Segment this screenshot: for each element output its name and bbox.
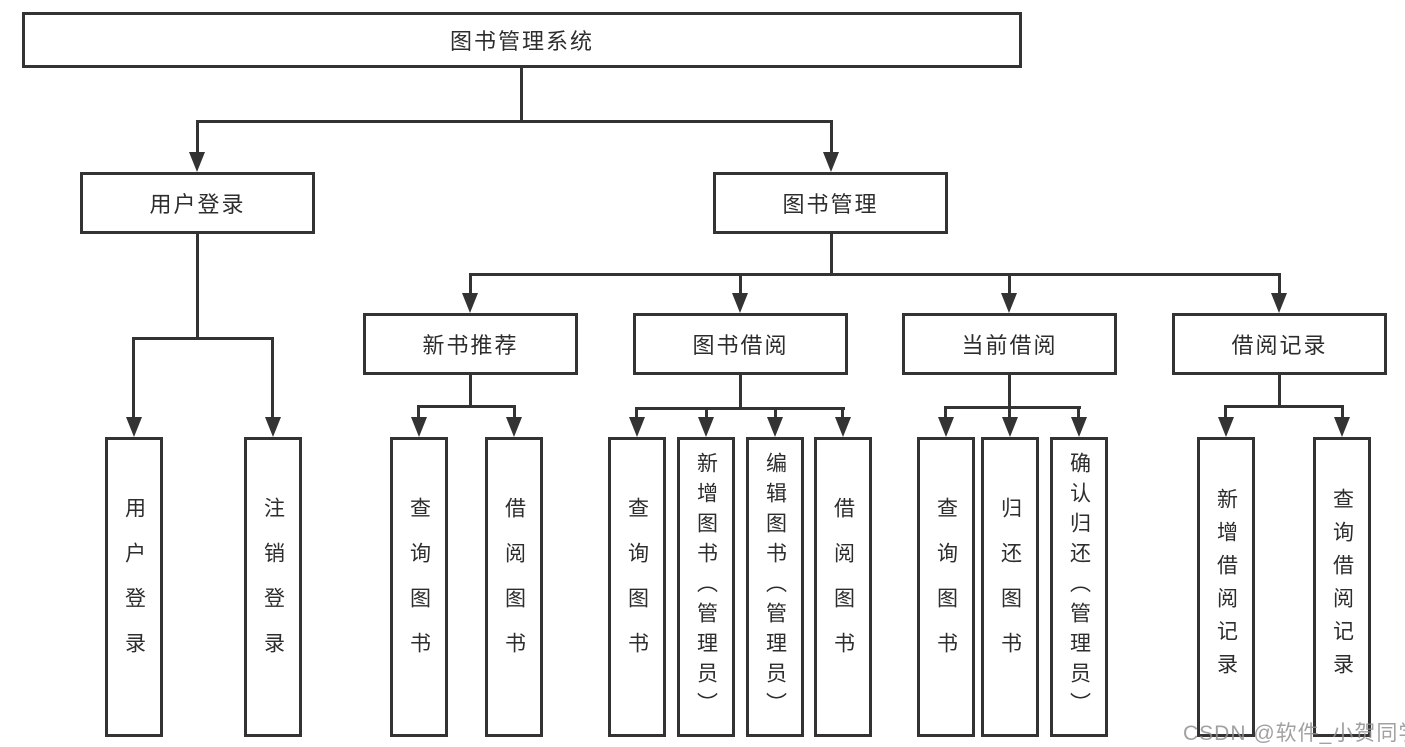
leaf-borrow-query-books-label: 查询图书 <box>625 497 649 677</box>
node-user-login-label: 用户登录 <box>149 192 246 217</box>
arrow-down-current-leaf2 <box>1002 417 1018 437</box>
connector-bookmgmt-stem <box>830 120 833 153</box>
leaf-borrow-edit-books-admin-label: 编辑图书（管理员） <box>763 452 787 722</box>
leaf-borrow-borrow-books: 借阅图书 <box>814 437 872 737</box>
node-user-login: 用户登录 <box>80 172 315 234</box>
connector-current-leaf1-stem <box>944 406 947 420</box>
connector-userlogin-bar <box>132 337 274 340</box>
arrow-down-records <box>1271 293 1287 313</box>
node-borrow-records: 借阅记录 <box>1172 313 1387 375</box>
leaf-borrow-query-books: 查询图书 <box>608 437 666 737</box>
connector-newrec-leaf1-stem <box>417 405 420 420</box>
leaf-user-login-label: 用户登录 <box>122 497 146 677</box>
arrow-down-newrec <box>462 293 478 313</box>
connector-leaf-login-stem <box>132 337 135 419</box>
connector-borrow-leaf4-stem <box>841 407 844 420</box>
connector-borrow-bar <box>636 407 845 410</box>
connector-newrec-leaf2-stem <box>513 405 516 420</box>
arrow-down-newrec-leaf2 <box>506 417 522 437</box>
leaf-current-query-books: 查询图书 <box>917 437 975 737</box>
arrow-down-borrow-leaf3 <box>767 417 783 437</box>
arrow-down-borrow <box>732 293 748 313</box>
connector-current-bar <box>945 406 1081 409</box>
arrow-down-records-leaf2 <box>1334 417 1350 437</box>
connector-current-leaf3-stem <box>1077 406 1080 420</box>
connector-borrow-down <box>739 375 742 407</box>
leaf-newrec-query-books: 查询图书 <box>390 437 448 737</box>
node-book-borrow: 图书借阅 <box>633 313 848 375</box>
connector-root-stem <box>520 68 523 120</box>
connector-newrec-bar <box>417 405 516 408</box>
node-root-label: 图书管理系统 <box>449 29 594 54</box>
leaf-records-add-record-label: 新增借阅记录 <box>1214 488 1238 686</box>
csdn-watermark: CSDN @软件_小贺同学 <box>1183 722 1405 745</box>
node-new-book-recommend-label: 新书推荐 <box>422 333 519 358</box>
leaf-borrow-borrow-books-label: 借阅图书 <box>831 497 855 677</box>
connector-userlogin-stem <box>196 120 199 153</box>
connector-current-stem <box>1008 273 1011 296</box>
leaf-borrow-add-books-admin: 新增图书（管理员） <box>677 437 735 737</box>
arrow-down-current-leaf1 <box>938 417 954 437</box>
node-book-management: 图书管理 <box>713 172 948 234</box>
arrow-down-borrow-leaf2 <box>698 417 714 437</box>
connector-root-bar <box>196 120 833 123</box>
leaf-current-return-books-label: 归还图书 <box>998 497 1022 677</box>
node-book-management-label: 图书管理 <box>782 192 879 217</box>
leaf-borrow-edit-books-admin: 编辑图书（管理员） <box>746 437 804 737</box>
arrow-down-current-leaf3 <box>1071 417 1087 437</box>
arrow-down-current <box>1001 293 1017 313</box>
leaf-current-query-books-label: 查询图书 <box>934 497 958 677</box>
arrow-down-bookmgmt <box>823 152 839 172</box>
leaf-newrec-query-books-label: 查询图书 <box>407 497 431 677</box>
connector-level3-bar <box>469 273 1281 276</box>
node-book-borrow-label: 图书借阅 <box>692 333 789 358</box>
connector-borrow-leaf1-stem <box>635 407 638 420</box>
leaf-newrec-borrow-books-label: 借阅图书 <box>502 497 526 677</box>
node-borrow-records-label: 借阅记录 <box>1231 333 1328 358</box>
leaf-records-query-record-label: 查询借阅记录 <box>1330 488 1354 686</box>
leaf-records-query-record: 查询借阅记录 <box>1313 437 1371 737</box>
connector-userlogin-down <box>196 234 199 337</box>
arrow-down-borrow-leaf4 <box>835 417 851 437</box>
node-current-borrow-label: 当前借阅 <box>961 333 1058 358</box>
connector-borrow-stem <box>739 273 742 296</box>
connector-records-leaf1-stem <box>1224 405 1227 420</box>
connector-bookmgmt-down <box>830 234 833 273</box>
connector-current-leaf2-stem <box>1008 406 1011 420</box>
leaf-borrow-add-books-admin-label: 新增图书（管理员） <box>694 452 718 722</box>
leaf-records-add-record: 新增借阅记录 <box>1197 437 1255 737</box>
leaf-logout-label: 注销登录 <box>261 497 285 677</box>
node-new-book-recommend: 新书推荐 <box>363 313 578 375</box>
arrow-down-newrec-leaf1 <box>411 417 427 437</box>
arrow-down-userlogin <box>189 152 205 172</box>
leaf-current-confirm-return-admin: 确认归还（管理员） <box>1050 437 1108 737</box>
node-root: 图书管理系统 <box>22 12 1022 68</box>
leaf-current-confirm-return-admin-label: 确认归还（管理员） <box>1067 452 1091 722</box>
connector-newrec-down <box>469 375 472 405</box>
connector-newrec-stem <box>469 273 472 296</box>
arrow-down-records-leaf1 <box>1218 417 1234 437</box>
connector-records-stem <box>1278 273 1281 296</box>
arrow-down-leaf-logout <box>265 417 281 437</box>
connector-records-down <box>1278 375 1281 405</box>
node-current-borrow: 当前借阅 <box>902 313 1117 375</box>
leaf-current-return-books: 归还图书 <box>981 437 1039 737</box>
leaf-logout: 注销登录 <box>244 437 302 737</box>
connector-borrow-leaf3-stem <box>774 407 777 420</box>
connector-current-down <box>1008 375 1011 406</box>
leaf-user-login: 用户登录 <box>105 437 163 737</box>
arrow-down-leaf-login <box>126 417 142 437</box>
connector-leaf-logout-stem <box>271 337 274 419</box>
connector-records-bar <box>1225 405 1344 408</box>
leaf-newrec-borrow-books: 借阅图书 <box>485 437 543 737</box>
connector-records-leaf2-stem <box>1341 405 1344 420</box>
arrow-down-borrow-leaf1 <box>629 417 645 437</box>
connector-borrow-leaf2-stem <box>705 407 708 420</box>
